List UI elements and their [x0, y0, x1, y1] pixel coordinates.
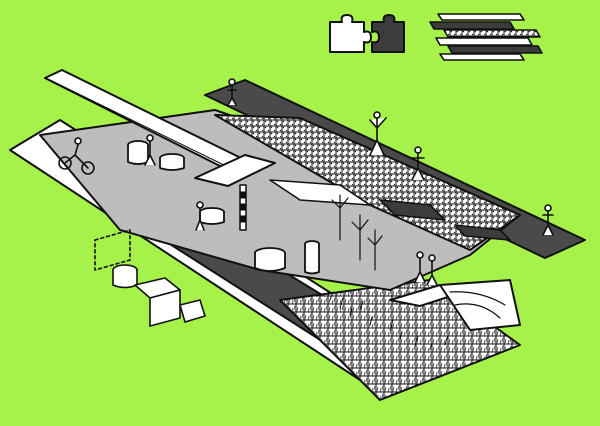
light-puzzle-piece	[329, 14, 372, 53]
deck-openings	[269, 179, 511, 241]
person-figure-icon	[144, 78, 554, 286]
puzzle-icon	[329, 14, 405, 53]
canopy-slab	[194, 154, 276, 187]
striped-pole	[239, 184, 247, 231]
layered-planes-icon	[429, 13, 543, 61]
dark-puzzle-piece	[371, 14, 405, 53]
grass-texture	[329, 291, 449, 351]
cyclist-icon	[58, 137, 95, 175]
crate-icon	[94, 229, 206, 327]
tree-icon	[331, 194, 383, 271]
